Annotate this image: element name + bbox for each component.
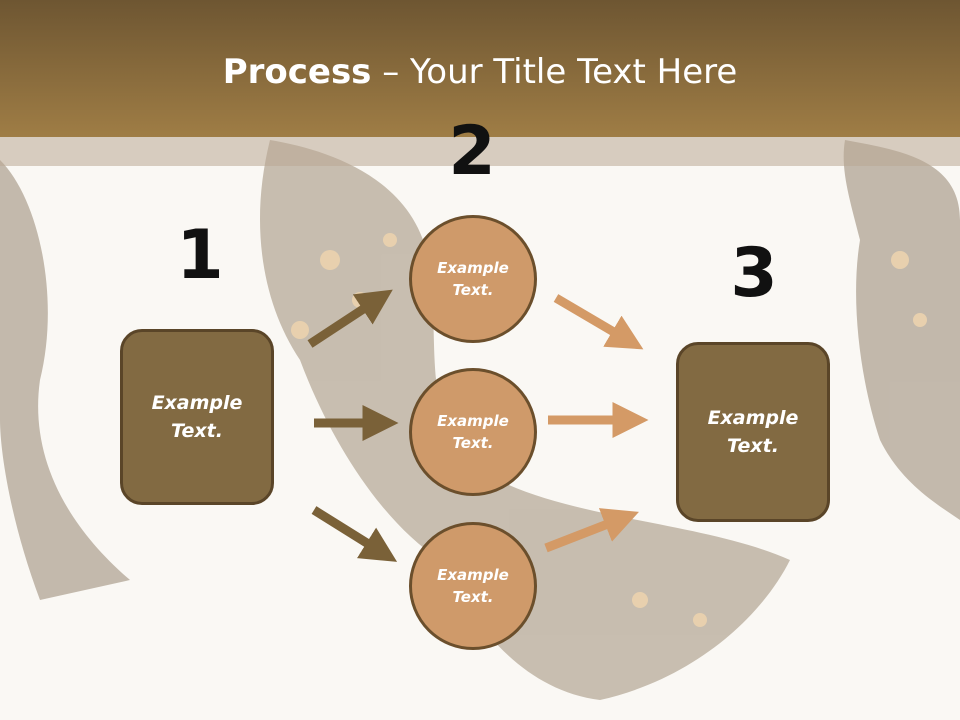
title-rest: – Your Title Text Here bbox=[371, 52, 738, 92]
step-2-circle-3: Example Text. bbox=[409, 522, 537, 650]
step-3-number: 3 bbox=[730, 234, 778, 313]
step-3-box: Example Text. bbox=[676, 342, 830, 522]
step-2-circle-2: Example Text. bbox=[409, 368, 537, 496]
arrow-1-to-2a bbox=[307, 289, 393, 348]
arrow-1-to-2c bbox=[311, 506, 398, 562]
arrow-2a-to-3 bbox=[553, 294, 644, 350]
arrow-2c-to-3 bbox=[544, 508, 639, 553]
step-2-item-2-label: Example Text. bbox=[437, 411, 509, 453]
slide-title: Process – Your Title Text Here bbox=[0, 52, 960, 92]
title-bold: Process bbox=[222, 52, 372, 92]
step-2-number: 2 bbox=[448, 112, 496, 191]
step-1-label: Example Text. bbox=[151, 391, 243, 443]
step-1-box: Example Text. bbox=[120, 329, 274, 505]
step-3-label: Example Text. bbox=[707, 406, 799, 458]
title-bar bbox=[0, 0, 960, 137]
step-2-circle-1: Example Text. bbox=[409, 215, 537, 343]
title-bar-band bbox=[0, 137, 960, 166]
step-1-number: 1 bbox=[176, 216, 224, 295]
step-2-item-3-label: Example Text. bbox=[437, 565, 509, 607]
step-2-item-1-label: Example Text. bbox=[437, 258, 509, 300]
